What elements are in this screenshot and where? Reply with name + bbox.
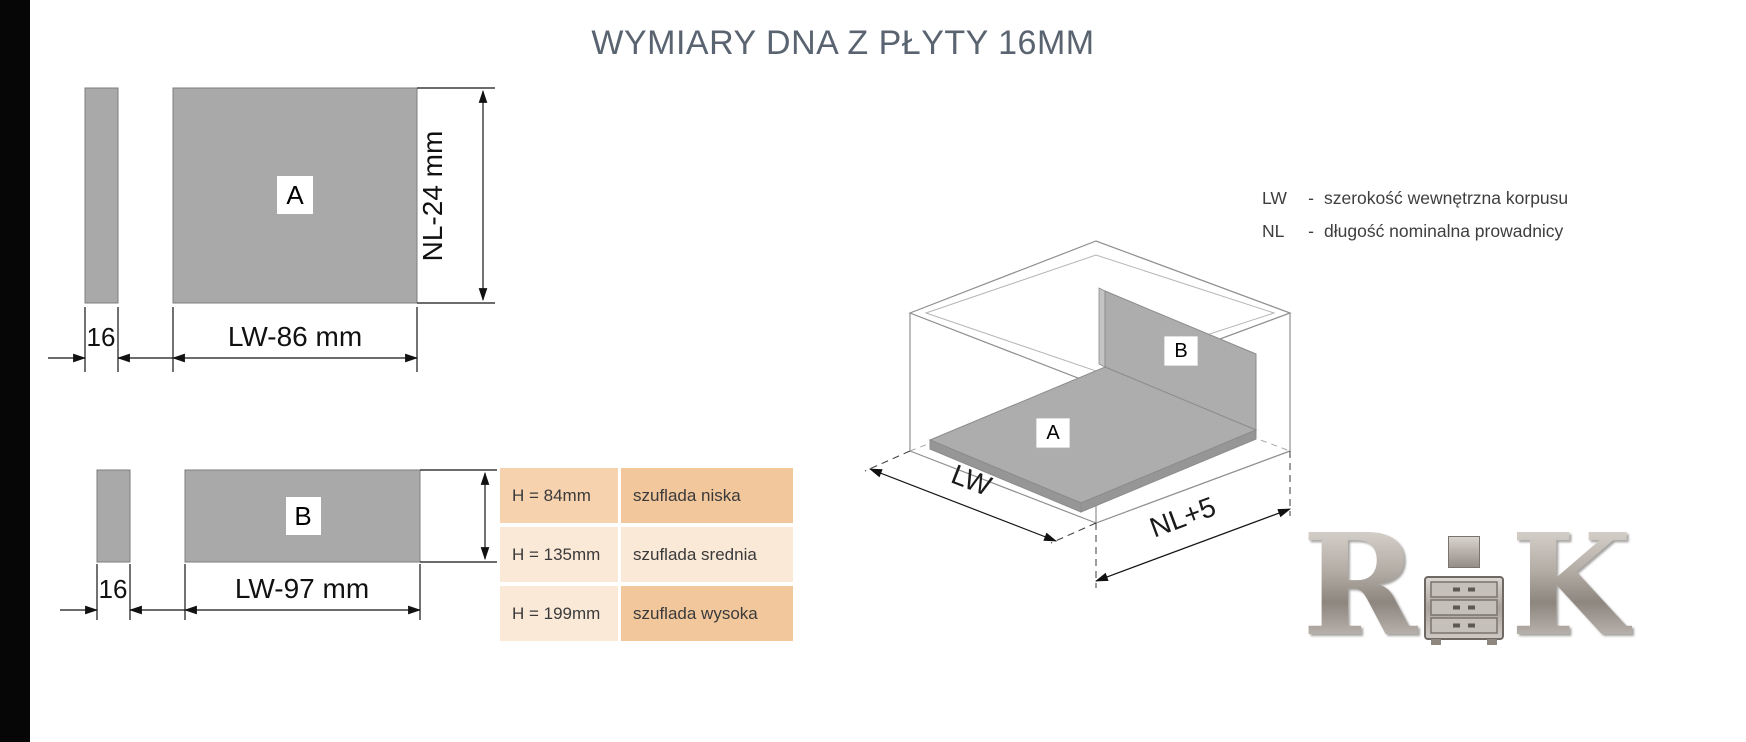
panel-b-label-box xyxy=(286,497,321,535)
legend-row-lw: LW - szerokość wewnętrzna korpusu xyxy=(1262,182,1568,215)
dresser-icon xyxy=(1424,576,1505,645)
panel-a-label: A xyxy=(286,180,304,210)
logo-i-dot xyxy=(1448,536,1481,568)
legend-nl-sep: - xyxy=(1308,221,1314,241)
table-cell-type-1: szuflada niska xyxy=(621,468,793,523)
table-cell-height-2: H = 135mm xyxy=(500,527,618,582)
table-cell-type-3: szuflada wysoka xyxy=(621,586,793,641)
legend-nl-abbr: NL xyxy=(1262,221,1285,241)
table-cell-height-3: H = 199mm xyxy=(500,586,618,641)
panel-a-height-dimension: NL-24 mm xyxy=(417,87,495,304)
logo-letter-i xyxy=(1423,520,1505,647)
page-title: WYMIARY DNA Z PŁYTY 16MM xyxy=(591,24,1095,62)
rik-logo: R K xyxy=(1302,504,1633,668)
panel-a-drawing: A NL-24 mm LW-86 mm 16 xyxy=(48,87,495,372)
legend-lw-abbr: LW xyxy=(1262,188,1287,208)
panel-a-width-dim-text: LW-86 mm xyxy=(228,321,362,352)
legend-nl-desc: długość nominalna prowadnicy xyxy=(1324,221,1564,241)
isometric-drawer-drawing: B A LW NL+5 xyxy=(864,240,1292,588)
panel-b-width-dim-text: LW-97 mm xyxy=(235,573,369,604)
left-black-bar xyxy=(0,0,30,742)
panel-a-label-box xyxy=(277,176,313,214)
panel-b-drawing: B LW-97 mm 16 xyxy=(60,469,497,620)
panel-a-thickness-dim-text: 16 xyxy=(87,322,116,352)
panel-b-width-dimension: LW-97 mm 16 xyxy=(60,564,422,620)
panel-a-width-dimension: LW-86 mm 16 xyxy=(48,307,419,372)
legend-lw-sep: - xyxy=(1308,188,1314,208)
table-cell-height-1: H = 84mm xyxy=(500,468,618,523)
iso-label-a: A xyxy=(1046,422,1060,444)
iso-label-box-b xyxy=(1163,335,1199,367)
legend-row-nl: NL - długość nominalna prowadnicy xyxy=(1262,215,1568,248)
panel-b-label: B xyxy=(294,501,311,531)
iso-label-box-a xyxy=(1035,417,1071,449)
panel-b-edge-strip xyxy=(96,469,131,563)
legend-lw-desc: szerokość wewnętrzna korpusu xyxy=(1324,188,1569,208)
panel-b-height-dimension xyxy=(420,469,497,563)
panel-a-height-dim-text: NL-24 mm xyxy=(417,131,448,262)
drawer-height-table: H = 84mm szuflada niska H = 135mm szufla… xyxy=(500,468,793,641)
logo-letter-r: R xyxy=(1302,504,1419,668)
logo-letter-k: K xyxy=(1510,504,1633,668)
abbreviation-legend: LW - szerokość wewnętrzna korpusu NL - d… xyxy=(1262,182,1568,248)
iso-nl-dim-text: NL+5 xyxy=(1146,491,1220,544)
table-cell-type-2: szuflada srednia xyxy=(621,527,793,582)
iso-label-b: B xyxy=(1174,340,1187,362)
panel-a-edge-strip xyxy=(84,87,119,304)
panel-b-thickness-dim-text: 16 xyxy=(99,574,128,604)
